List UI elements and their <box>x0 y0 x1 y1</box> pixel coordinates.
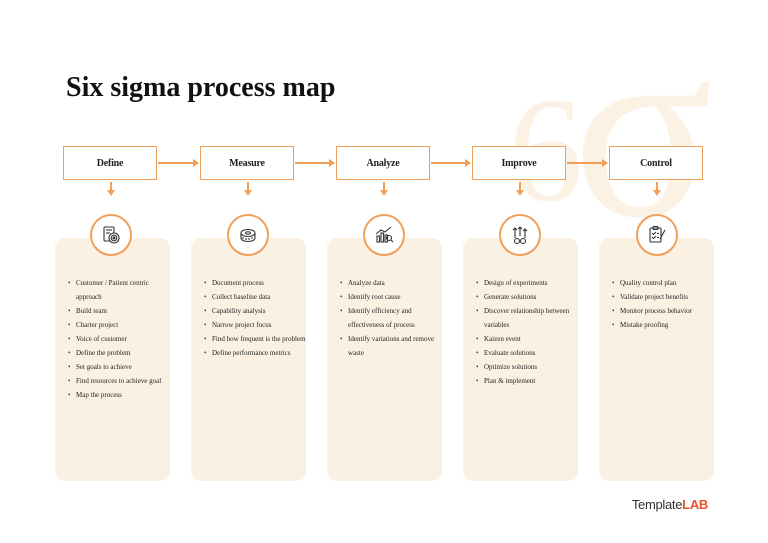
measure-item-list: Document process Collect baseline data C… <box>198 276 310 360</box>
list-item: Customer / Patient centric approach <box>68 276 174 304</box>
list-item: Define the problem <box>68 346 174 360</box>
list-item: Validate project benefits <box>612 290 718 304</box>
list-item: Map the process <box>68 388 174 402</box>
list-item: Charter project <box>68 318 174 332</box>
list-item: Capability analysis <box>204 304 310 318</box>
list-item: Identify root cause <box>340 290 446 304</box>
list-item: Build team <box>68 304 174 318</box>
arrow-analyze-improve <box>431 159 471 166</box>
list-item: Define performance metrics <box>204 346 310 360</box>
icon-circle-define <box>90 214 132 256</box>
down-arrow-analyze <box>380 182 388 196</box>
improve-item-list: Design of experiments Generate solutions… <box>470 276 582 388</box>
target-document-icon <box>103 226 120 244</box>
list-item: Quality control plan <box>612 276 718 290</box>
list-item: Design of experiments <box>476 276 582 290</box>
brand-text-accent: LAB <box>682 497 708 512</box>
step-control: Control <box>609 146 703 180</box>
control-checklist-icon <box>649 225 666 243</box>
sigma-watermark-icon: 6 σ <box>508 0 713 230</box>
list-item: Evaluate solutions <box>476 346 582 360</box>
list-item: Plan & implement <box>476 374 582 388</box>
list-item: Voice of customer <box>68 332 174 346</box>
brand-logo: TemplateLAB <box>632 497 708 512</box>
control-item-list: Quality control plan Validate project be… <box>606 276 718 332</box>
icon-circle-control <box>636 214 678 256</box>
list-item: Identify efficiency and effectiveness of… <box>340 304 446 332</box>
list-item: Optimize solutions <box>476 360 582 374</box>
arrow-define-measure <box>158 159 199 166</box>
measuring-tape-icon <box>240 228 256 243</box>
list-item: Collect baseline data <box>204 290 310 304</box>
analytics-chart-icon <box>375 226 394 243</box>
list-item: Find resources to achieve goal <box>68 374 174 388</box>
icon-circle-analyze <box>363 214 405 256</box>
arrow-measure-analyze <box>295 159 335 166</box>
analyze-item-list: Analyze data Identify root cause Identif… <box>334 276 446 360</box>
list-item: Narrow project focus <box>204 318 310 332</box>
improve-arrows-gears-icon <box>512 226 528 245</box>
step-improve: Improve <box>472 146 566 180</box>
step-analyze: Analyze <box>336 146 430 180</box>
svg-text:σ: σ <box>573 0 713 230</box>
icon-circle-improve <box>499 214 541 256</box>
card-control <box>599 238 714 481</box>
icon-circle-measure <box>227 214 269 256</box>
down-arrow-measure <box>244 182 252 196</box>
arrow-improve-control <box>567 159 608 166</box>
step-define: Define <box>63 146 157 180</box>
list-item: Discover relationship between variables <box>476 304 582 332</box>
list-item: Mistake proofing <box>612 318 718 332</box>
step-measure: Measure <box>200 146 294 180</box>
list-item: Set goals to achieve <box>68 360 174 374</box>
down-arrow-improve <box>516 182 524 196</box>
list-item: Identify variations and remove waste <box>340 332 446 360</box>
down-arrow-define <box>107 182 115 196</box>
down-arrow-control <box>653 182 661 196</box>
list-item: Generate solutions <box>476 290 582 304</box>
brand-text: Template <box>631 497 683 512</box>
list-item: Find how frequent is the problem <box>204 332 310 346</box>
page-title: Six sigma process map <box>66 72 336 103</box>
list-item: Analyze data <box>340 276 446 290</box>
list-item: Document process <box>204 276 310 290</box>
list-item: Kaizen event <box>476 332 582 346</box>
list-item: Monitor process behavior <box>612 304 718 318</box>
define-item-list: Customer / Patient centric approach Buil… <box>62 276 174 402</box>
